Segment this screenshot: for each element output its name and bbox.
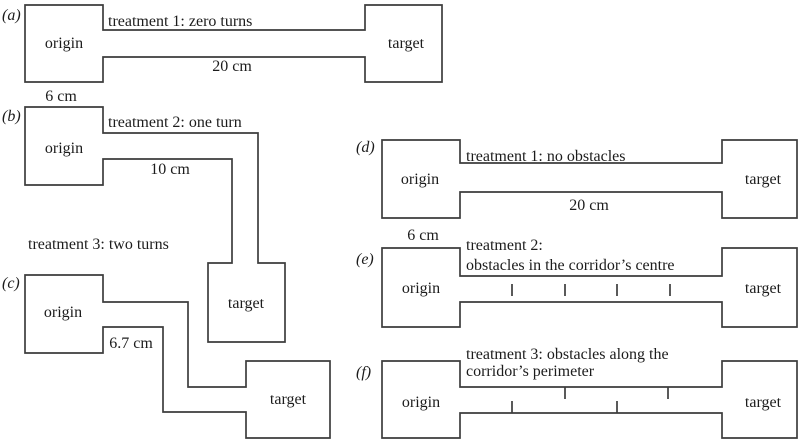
panel-a-target-label: target [388,35,425,52]
panel-f-origin-label: origin [402,394,440,411]
panel-f: (f) treatment 3: obstacles along the cor… [356,346,798,439]
panel-d: (d) treatment 1: no obstacles origin tar… [356,139,798,244]
panel-e-origin-label: origin [402,280,440,297]
panel-c-corridor-outline [24,274,331,439]
panel-c-origin-label: origin [44,304,82,321]
panel-d-origin-label: origin [401,171,439,188]
panel-e-corridor-outline [381,247,798,328]
panel-b-treatment-label: treatment 2: one turn [108,114,242,131]
panel-d-box-width-label: 6 cm [407,227,439,244]
panel-b-letter: (b) [2,108,21,125]
panel-f-corridor-outline [381,360,798,439]
panel-a-corridor-outline [24,4,443,83]
panel-c: treatment 3: two turns (c) origin 6.7 cm… [2,236,331,439]
panel-d-corridor-outline [381,139,798,219]
panel-e-treatment-label-line1: treatment 2: [466,237,543,254]
panel-a: (a) treatment 1: zero turns origin targe… [2,4,443,105]
panel-f-treatment-label-line1: treatment 3: obstacles along the [466,346,669,363]
panel-d-target-label: target [745,171,782,188]
panel-f-letter: (f) [356,364,371,381]
panel-f-target-label: target [745,394,782,411]
panel-d-corridor-length-label: 20 cm [569,197,609,214]
panel-a-box-width-label: 6 cm [45,88,77,105]
panel-e-treatment-label-line2: obstacles in the corridor’s centre [466,257,675,274]
panel-b-target-label: target [228,295,265,312]
panel-c-target-label: target [270,391,307,408]
panel-b-origin-label: origin [45,140,83,157]
panel-e-target-label: target [745,280,782,297]
panel-d-treatment-label: treatment 1: no obstacles [466,148,626,165]
panel-c-corridor-length-label: 6.7 cm [109,335,153,352]
panel-b-corridor-outline [24,106,286,343]
panel-b-corridor-length-label: 10 cm [150,161,190,178]
panel-e-letter: (e) [356,251,374,268]
panel-d-letter: (d) [356,139,375,156]
panel-e: (e) treatment 2: obstacles in the corrid… [356,237,798,328]
panel-f-treatment-label-line2: corridor’s perimeter [466,363,595,380]
panel-a-letter: (a) [2,7,21,24]
panel-a-corridor-length-label: 20 cm [212,58,252,75]
panel-a-treatment-label: treatment 1: zero turns [108,13,252,30]
panel-b: (b) treatment 2: one turn origin 10 cm t… [2,106,286,343]
panel-c-treatment-label: treatment 3: two turns [28,236,169,253]
panel-c-letter: (c) [2,275,20,292]
panel-a-origin-label: origin [45,35,83,52]
